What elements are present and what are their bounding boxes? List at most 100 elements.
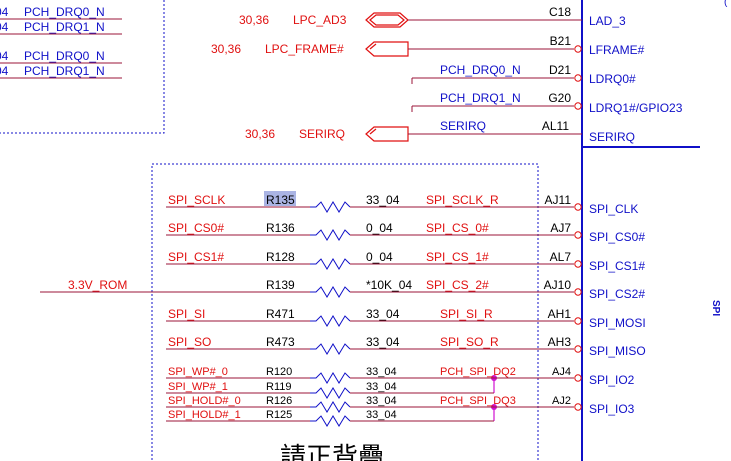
spi-row: SPI_HOLD#_0 R126 33_04 PCH_SPI_DQ3 AJ2SPI_IO… bbox=[166, 395, 635, 416]
ic-port-label: SPI_CLK bbox=[589, 202, 638, 216]
resistor-ref: R471 bbox=[266, 307, 295, 321]
ic-port-label: LFRAME# bbox=[589, 43, 645, 57]
tl-prefix: 04 bbox=[0, 20, 9, 34]
ic-port-label: SPI_MISO bbox=[589, 344, 646, 358]
tl-net: PCH_DRQ0_N bbox=[24, 5, 105, 19]
pin-inversion-bubble bbox=[574, 102, 582, 110]
resistor-ref: R126 bbox=[266, 395, 292, 407]
pin-number: C18 bbox=[549, 5, 571, 19]
ic-port-label: LDRQ1#/GPIO23 bbox=[589, 101, 683, 115]
bidir-port-symbol bbox=[369, 14, 405, 26]
pin-number: AJ10 bbox=[544, 278, 572, 292]
pin-number: D21 bbox=[549, 63, 571, 77]
spi-left-label: SPI_HOLD#_1 bbox=[168, 409, 241, 421]
lpc-net-label: PCH_DRQ0_N bbox=[440, 63, 521, 77]
resistor-value: 33_04 bbox=[366, 335, 400, 349]
lpc-block: 30,36 LPC_AD3 C18 LAD_3 30,36 LPC_FRAME#… bbox=[211, 5, 683, 144]
spi-right-label: SPI_CS_2# bbox=[426, 278, 489, 292]
lpc-net-label: LPC_AD3 bbox=[293, 13, 347, 27]
resistor-symbol bbox=[310, 343, 351, 355]
resistor-ref: R120 bbox=[266, 366, 292, 378]
pin-inversion-bubble bbox=[574, 203, 582, 211]
pin-inversion-bubble bbox=[574, 260, 582, 268]
spi-row: SPI_HOLD#_1 R125 33_04 bbox=[166, 409, 494, 427]
spi-left-label: SPI_SO bbox=[168, 335, 211, 349]
pin-number: AL11 bbox=[542, 119, 569, 133]
pin-inversion-bubble bbox=[574, 288, 582, 296]
spi-right-label: PCH_SPI_DQ2 bbox=[440, 366, 516, 378]
resistor-value: 33_04 bbox=[366, 366, 397, 378]
resistor-value: 33_04 bbox=[366, 193, 400, 207]
lpc-net-label: SERIRQ bbox=[299, 127, 345, 141]
resistor-value: 33_04 bbox=[366, 395, 397, 407]
ic-port-label: SERIRQ bbox=[589, 130, 635, 144]
pin-inversion-bubble bbox=[574, 317, 582, 325]
resistor-symbol bbox=[310, 315, 351, 327]
lpc-net-label: SERIRQ bbox=[440, 119, 486, 133]
pin-number: G20 bbox=[548, 91, 571, 105]
pin-inversion-bubble bbox=[574, 74, 582, 82]
spi-right-label: PCH_SPI_DQ3 bbox=[440, 395, 516, 407]
ic-port-label: SPI_MOSI bbox=[589, 316, 646, 330]
tl-net: PCH_DRQ1_N bbox=[24, 20, 105, 34]
ic-corner-mark: ( bbox=[724, 0, 728, 8]
ic-port-label: SPI_CS2# bbox=[589, 287, 645, 301]
resistor-value: 33_04 bbox=[366, 381, 397, 393]
spi-left-label: SPI_HOLD#_0 bbox=[168, 395, 241, 407]
resistor-ref: R136 bbox=[266, 221, 295, 235]
resistor-symbol bbox=[310, 201, 351, 213]
pin-number: AH1 bbox=[548, 307, 572, 321]
pin-inversion-bubble bbox=[574, 45, 582, 53]
spi-left-label: SPI_WP#_0 bbox=[168, 366, 228, 378]
resistor-symbol bbox=[310, 229, 351, 241]
resistor-ref: R473 bbox=[266, 335, 295, 349]
pin-number: AJ7 bbox=[550, 221, 571, 235]
resistor-ref: R119 bbox=[266, 381, 291, 393]
pin-number: AJ2 bbox=[552, 395, 571, 407]
resistor-symbol bbox=[310, 286, 351, 298]
ic-port-label: SPI_IO3 bbox=[589, 402, 635, 416]
pin-number: B21 bbox=[550, 34, 572, 48]
ic-port-label: LDRQ0# bbox=[589, 72, 636, 86]
spi-left-label: SPI_SI bbox=[168, 307, 205, 321]
resistor-ref: R139 bbox=[266, 278, 295, 292]
input-port-symbol bbox=[365, 41, 409, 57]
pin-inversion-bubble bbox=[574, 403, 582, 411]
input-port-symbol bbox=[365, 126, 409, 142]
rail: 3.3V_ROM bbox=[40, 278, 310, 293]
spi-right-label: SPI_CS_0# bbox=[426, 221, 489, 235]
pin-inversion-bubble bbox=[574, 345, 582, 353]
pin-inversion-bubble bbox=[574, 231, 582, 239]
resistor-value: 0_04 bbox=[366, 221, 393, 235]
resistor-value: 33_04 bbox=[366, 307, 400, 321]
ic-port-label: SPI_IO2 bbox=[589, 373, 635, 387]
ic-port-label: SPI_CS0# bbox=[589, 230, 645, 244]
lpc-ref: 30,36 bbox=[245, 127, 275, 141]
top-left-nets: 04 PCH_DRQ0_N 04 PCH_DRQ1_N 04 PCH_DRQ0_… bbox=[0, 5, 122, 79]
pin-number: AJ4 bbox=[552, 366, 571, 378]
resistor-ref: R125 bbox=[266, 409, 292, 421]
pin-number: AH3 bbox=[548, 335, 572, 349]
resistor-symbol bbox=[310, 401, 351, 413]
input-port-symbol bbox=[369, 43, 377, 50]
rail-label: 3.3V_ROM bbox=[68, 278, 127, 292]
spi-left-label: SPI_WP#_1 bbox=[168, 381, 228, 393]
spi-right-label: SPI_SCLK_R bbox=[426, 193, 499, 207]
pin-number: AJ11 bbox=[545, 193, 572, 207]
tl-net: PCH_DRQ0_N bbox=[24, 49, 105, 63]
resistor-value: 0_04 bbox=[366, 250, 393, 264]
resistor-value: 33_04 bbox=[366, 409, 397, 421]
spi-group-label: SPI bbox=[710, 300, 721, 316]
spi-right-label: SPI_SI_R bbox=[440, 307, 493, 321]
lpc-ref: 30,36 bbox=[239, 13, 269, 27]
resistor-symbol bbox=[310, 415, 351, 427]
spi-right-label: SPI_CS_1# bbox=[426, 250, 489, 264]
resistor-ref: R135 bbox=[266, 193, 295, 207]
